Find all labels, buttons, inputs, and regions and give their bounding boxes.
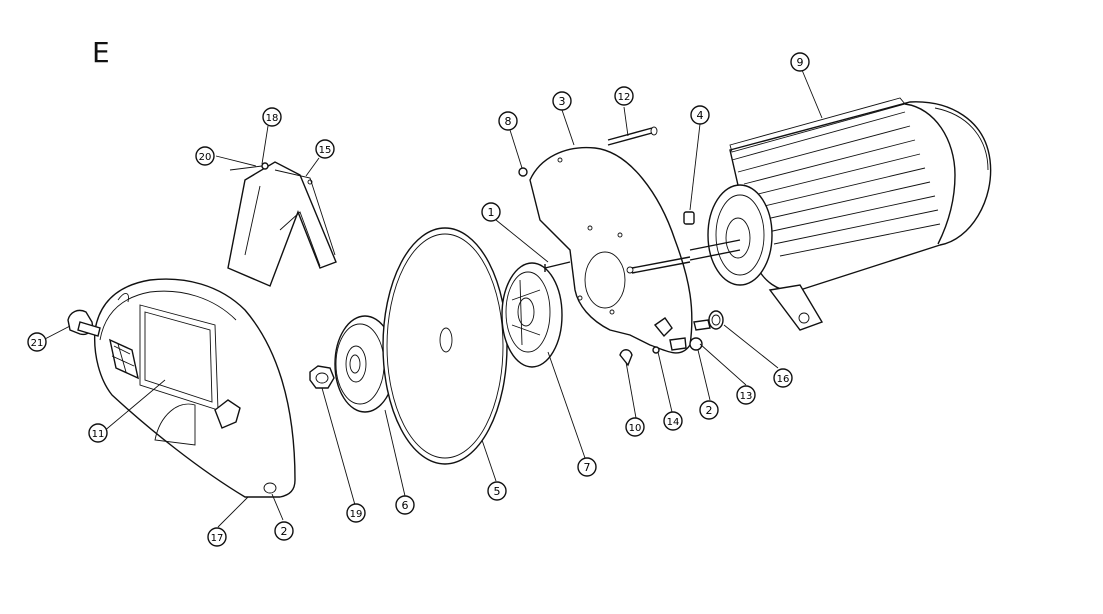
callout-c2b: 2 — [274, 521, 294, 541]
callout-label: 6 — [402, 499, 409, 512]
bolt-part — [544, 261, 571, 272]
callout-label: 10 — [629, 423, 642, 434]
callout-label: 13 — [740, 391, 753, 402]
blade-part — [382, 227, 508, 465]
callout-c1: 1 — [481, 202, 501, 222]
callout-c19: 19 — [346, 503, 366, 523]
leader-lines — [42, 69, 823, 528]
small-hardware-group — [619, 310, 724, 367]
top-flap-part — [227, 161, 337, 287]
inner-flange-part — [501, 262, 563, 368]
callout-label: 11 — [92, 429, 105, 440]
callout-label: 20 — [199, 152, 212, 163]
callout-c14: 14 — [663, 411, 683, 431]
callout-label: 19 — [350, 509, 363, 520]
callout-label: 16 — [777, 374, 790, 385]
callout-c21: 21 — [27, 332, 47, 352]
callout-c3: 3 — [552, 91, 572, 111]
callout-c11: 11 — [88, 423, 108, 443]
callout-c15: 15 — [315, 139, 335, 159]
section-letter: E — [92, 36, 110, 69]
callout-label: 2 — [281, 525, 288, 538]
callout-c5: 5 — [487, 481, 507, 501]
blade-guard-part — [93, 278, 296, 498]
callout-label: 1 — [488, 206, 495, 219]
callout-label: 14 — [667, 417, 680, 428]
small-nut-part — [518, 167, 528, 177]
callout-label: 21 — [31, 338, 44, 349]
callout-c13: 13 — [736, 385, 756, 405]
callout-label: 4 — [697, 109, 704, 122]
callout-label: 5 — [494, 485, 501, 498]
rod-part — [607, 126, 691, 274]
callout-c20: 20 — [195, 146, 215, 166]
callout-label: 2 — [706, 404, 713, 417]
callout-label: 15 — [319, 145, 332, 156]
callout-c12: 12 — [614, 86, 634, 106]
pin-part — [683, 211, 695, 225]
callout-c10: 10 — [625, 417, 645, 437]
nut-part — [309, 365, 335, 389]
callout-label: 12 — [618, 92, 631, 103]
callout-label: 9 — [797, 56, 804, 69]
callout-c4: 4 — [690, 105, 710, 125]
callout-c7: 7 — [577, 457, 597, 477]
callout-label: 3 — [559, 95, 566, 108]
knob-part — [67, 309, 101, 337]
callout-label: 17 — [211, 533, 224, 544]
callout-label: 18 — [266, 113, 279, 124]
callout-label: 7 — [584, 461, 591, 474]
callout-c6: 6 — [395, 495, 415, 515]
callout-label: 8 — [505, 115, 512, 128]
back-plate-part — [529, 146, 693, 354]
callout-c17: 17 — [207, 527, 227, 547]
callout-c8: 8 — [498, 111, 518, 131]
callout-c2a: 2 — [699, 400, 719, 420]
callout-c9: 9 — [790, 52, 810, 72]
callout-c18: 18 — [262, 107, 282, 127]
callout-c16: 16 — [773, 368, 793, 388]
motor-part — [689, 97, 992, 331]
